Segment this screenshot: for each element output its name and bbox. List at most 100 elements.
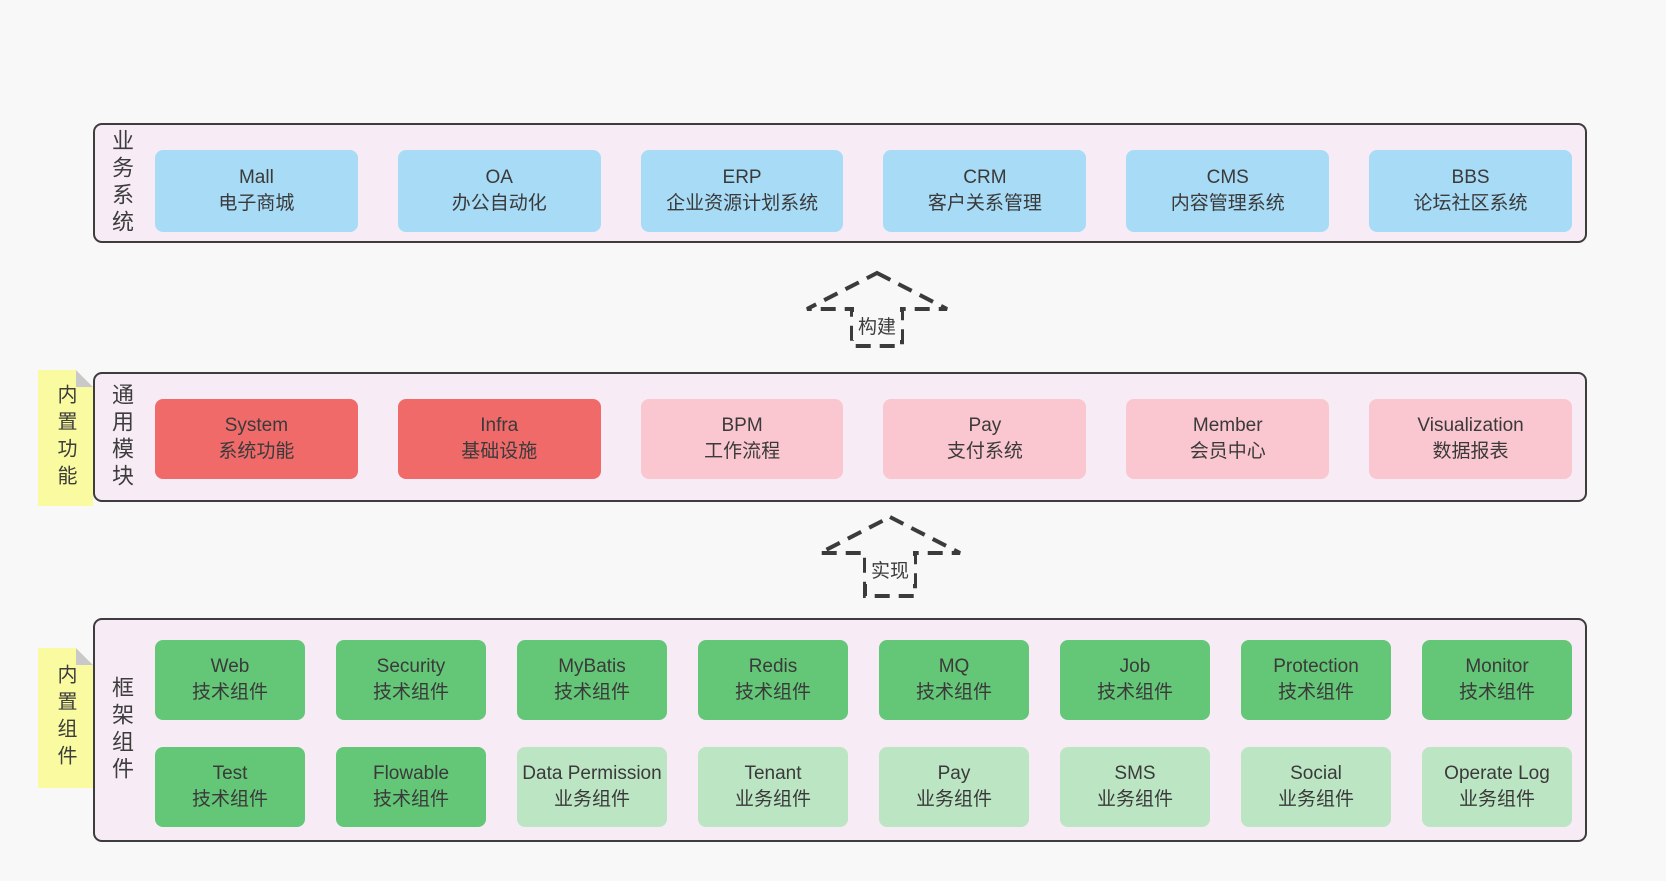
box-name: Data Permission xyxy=(522,763,662,784)
box-tenant: Tenant 业务组件 xyxy=(698,747,848,827)
box-cms: CMS 内容管理系统 xyxy=(1126,150,1330,232)
box-name: BBS xyxy=(1451,167,1490,188)
box-name: Security xyxy=(376,656,446,677)
box-sms: SMS 业务组件 xyxy=(1060,747,1210,827)
box-name: OA xyxy=(485,167,513,188)
box-name: Mall xyxy=(238,167,274,188)
box-desc: 企业资源计划系统 xyxy=(666,193,819,214)
modules-box-row: System 系统功能 Infra 基础设施 BPM 工作流程 Pay 支付系统… xyxy=(155,399,1572,479)
box-desc: 业务组件 xyxy=(915,789,992,810)
box-desc: 技术组件 xyxy=(191,682,268,703)
box-name: Infra xyxy=(480,415,519,436)
band-business-systems: 业务系统 Mall 电子商城 OA 办公自动化 ERP 企业资源计划系统 CRM… xyxy=(93,123,1587,243)
box-job: Job 技术组件 xyxy=(1060,640,1210,720)
box-infra: Infra 基础设施 xyxy=(397,399,601,479)
band-business-label: 业务系统 xyxy=(109,129,134,237)
sticky-built-in-components: 内置组件 xyxy=(38,648,93,788)
box-name: BPM xyxy=(721,415,763,436)
box-protection: Protection 技术组件 xyxy=(1241,640,1391,720)
box-name: Job xyxy=(1119,656,1151,677)
box-mq: MQ 技术组件 xyxy=(879,640,1029,720)
box-name: ERP xyxy=(722,167,762,188)
box-bbs: BBS 论坛社区系统 xyxy=(1369,150,1572,232)
box-desc: 技术组件 xyxy=(1096,682,1173,703)
box-pay-biz: Pay 业务组件 xyxy=(879,747,1029,827)
box-name: SMS xyxy=(1114,763,1156,784)
arrow-label-bg xyxy=(853,312,901,340)
box-desc: 业务组件 xyxy=(734,789,811,810)
box-name: Monitor xyxy=(1465,656,1529,677)
box-desc: 技术组件 xyxy=(915,682,992,703)
band-modules-label: 通用模块 xyxy=(109,383,134,491)
box-desc: 业务组件 xyxy=(1277,789,1354,810)
arrow-implement: 实现 xyxy=(819,514,961,598)
box-name: Flowable xyxy=(372,763,450,784)
arrow-build-label: 构建 xyxy=(858,316,896,338)
box-social: Social 业务组件 xyxy=(1241,747,1391,827)
box-name: Test xyxy=(212,763,248,784)
box-desc: 技术组件 xyxy=(1458,682,1535,703)
box-desc: 技术组件 xyxy=(372,682,449,703)
arrow-build: 构建 xyxy=(806,270,948,348)
box-desc: 客户关系管理 xyxy=(927,193,1042,214)
box-redis: Redis 技术组件 xyxy=(698,640,848,720)
box-desc: 技术组件 xyxy=(191,789,268,810)
box-desc: 技术组件 xyxy=(553,682,630,703)
box-desc: 技术组件 xyxy=(1277,682,1354,703)
box-name: Redis xyxy=(748,656,798,677)
box-name: Web xyxy=(210,656,250,677)
box-name: Visualization xyxy=(1417,415,1524,436)
box-name: System xyxy=(224,415,289,436)
box-erp: ERP 企业资源计划系统 xyxy=(640,150,844,232)
box-desc: 基础设施 xyxy=(461,441,538,462)
box-desc: 技术组件 xyxy=(734,682,811,703)
box-name: Protection xyxy=(1273,656,1359,677)
box-name: Member xyxy=(1192,415,1263,436)
box-desc: 数据报表 xyxy=(1432,441,1509,462)
box-name: Pay xyxy=(937,763,971,784)
box-mall: Mall 电子商城 xyxy=(155,150,358,232)
box-name: CMS xyxy=(1206,167,1249,188)
box-name: Tenant xyxy=(744,763,802,784)
arrow-label-bg xyxy=(866,556,914,584)
box-desc: 技术组件 xyxy=(372,789,449,810)
box-test: Test 技术组件 xyxy=(155,747,305,827)
framework-box-row-1: Web 技术组件 Security 技术组件 MyBatis 技术组件 Redi… xyxy=(155,640,1572,720)
box-desc: 业务组件 xyxy=(1458,789,1535,810)
band-common-modules: 通用模块 System 系统功能 Infra 基础设施 BPM 工作流程 Pay… xyxy=(93,372,1587,502)
box-name: CRM xyxy=(963,167,1007,188)
box-monitor: Monitor 技术组件 xyxy=(1422,640,1572,720)
band-framework-components: 框架组件 Web 技术组件 Security 技术组件 MyBatis 技术组件… xyxy=(93,618,1587,842)
box-bpm: BPM 工作流程 xyxy=(640,399,844,479)
box-desc: 支付系统 xyxy=(946,441,1023,462)
box-name: Social xyxy=(1290,763,1342,784)
box-data-permission: Data Permission 业务组件 xyxy=(517,747,667,827)
box-desc: 电子商城 xyxy=(218,193,295,214)
box-operate-log: Operate Log 业务组件 xyxy=(1422,747,1572,827)
sticky-built-in-features-label: 内置功能 xyxy=(54,384,76,492)
sticky-built-in-components-label: 内置组件 xyxy=(54,664,76,772)
box-visualization: Visualization 数据报表 xyxy=(1369,399,1572,479)
box-desc: 内容管理系统 xyxy=(1170,193,1285,214)
sticky-built-in-features: 内置功能 xyxy=(38,370,93,506)
arrow-implement-label: 实现 xyxy=(871,560,909,582)
box-flowable: Flowable 技术组件 xyxy=(336,747,486,827)
box-name: MyBatis xyxy=(558,656,626,677)
box-name: Pay xyxy=(968,415,1002,436)
box-system: System 系统功能 xyxy=(155,399,358,479)
box-desc: 系统功能 xyxy=(218,441,295,462)
box-crm: CRM 客户关系管理 xyxy=(883,150,1087,232)
box-web: Web 技术组件 xyxy=(155,640,305,720)
box-desc: 业务组件 xyxy=(553,789,630,810)
box-desc: 办公自动化 xyxy=(451,193,547,214)
box-pay: Pay 支付系统 xyxy=(883,399,1087,479)
box-security: Security 技术组件 xyxy=(336,640,486,720)
business-box-row: Mall 电子商城 OA 办公自动化 ERP 企业资源计划系统 CRM 客户关系… xyxy=(155,150,1572,232)
box-desc: 业务组件 xyxy=(1096,789,1173,810)
arrow-up-icon xyxy=(806,270,948,348)
box-desc: 工作流程 xyxy=(704,441,781,462)
framework-box-row-2: Test 技术组件 Flowable 技术组件 Data Permission … xyxy=(155,747,1572,827)
box-name: MQ xyxy=(938,656,970,677)
box-member: Member 会员中心 xyxy=(1126,399,1330,479)
